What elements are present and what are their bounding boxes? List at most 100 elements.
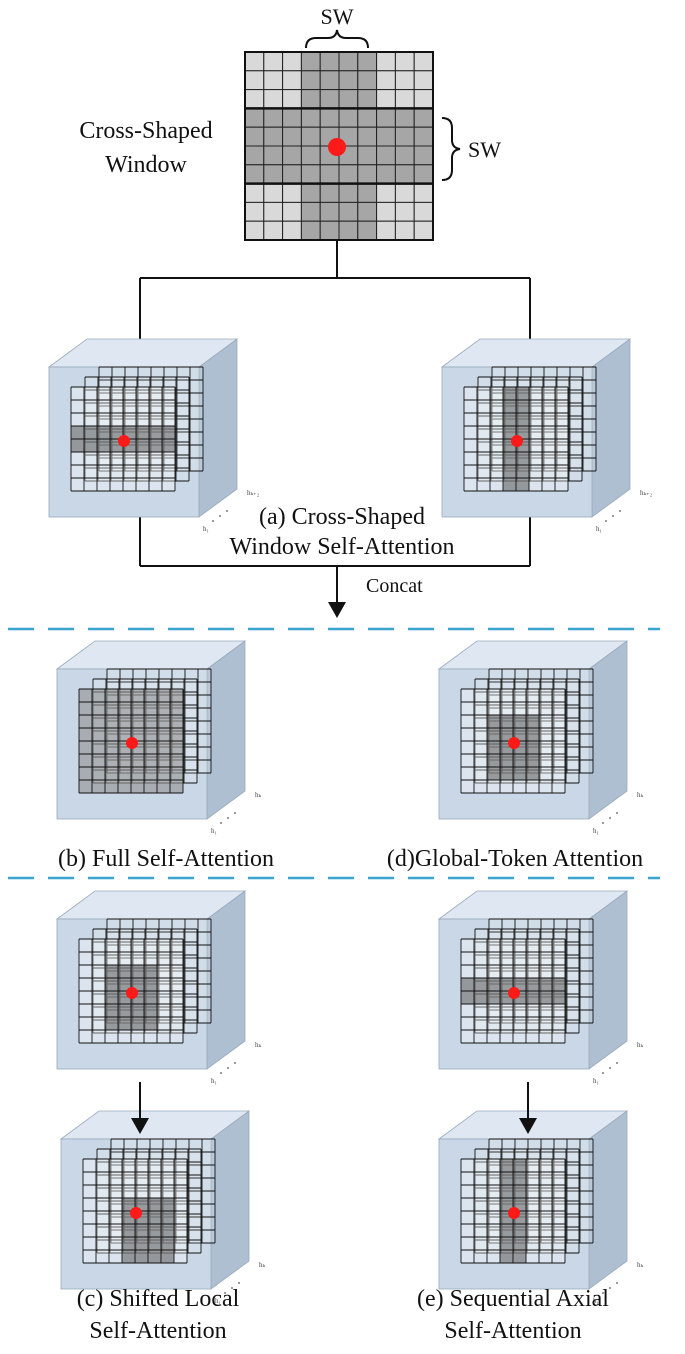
cube-side: [198, 338, 238, 518]
axis-label-hk: hₖ₊₂: [247, 489, 260, 497]
grid-cell: [413, 70, 434, 91]
grid-cell: [300, 51, 321, 72]
grid-cell: [357, 220, 378, 241]
grid-cell: [413, 183, 434, 203]
axis-label-h1: h₁: [593, 827, 599, 835]
grid-layer: [70, 386, 176, 492]
grid-cell: [263, 145, 284, 166]
cube-side: [588, 1110, 628, 1290]
cross-shaped-window-label-line2: Window: [105, 152, 187, 178]
grid-cell: [338, 107, 359, 128]
grid-cell: [376, 145, 396, 166]
grid-cell: [300, 164, 321, 185]
grid-cell: [300, 201, 321, 222]
grid-cell: [319, 107, 340, 128]
grid-cell: [394, 201, 415, 222]
grid-cell: [282, 164, 302, 185]
grid-cell: [300, 145, 321, 166]
grid-cell: [263, 89, 284, 109]
grid-cell: [244, 164, 265, 185]
grid-cell: [376, 126, 396, 147]
grid-cell: [338, 201, 359, 222]
grid-cell: [394, 220, 415, 241]
grid-cell: [244, 107, 265, 128]
grid-layer: [82, 1158, 188, 1264]
grid-cell: [357, 70, 378, 91]
grid-cell: [413, 107, 434, 128]
grid-cell: [282, 126, 302, 147]
grid-cell: [376, 51, 396, 72]
grid-cell: [282, 51, 302, 72]
grid-layer: [463, 386, 569, 492]
grid-cell: [394, 164, 415, 185]
grid-cell: [282, 220, 302, 241]
axis-dot: [616, 1282, 618, 1284]
axis-label-h1: h₁: [215, 1297, 221, 1305]
grid-cell: [300, 70, 321, 91]
query-point: [511, 435, 523, 447]
grid-cell: [376, 107, 396, 128]
grid-cell: [300, 183, 321, 203]
axis-dot: [234, 812, 236, 814]
grid-cell: [319, 89, 340, 109]
axis-dot: [616, 812, 618, 814]
grid-cell: [394, 145, 415, 166]
axis-dot: [226, 510, 228, 512]
grid-cell: [244, 183, 265, 203]
axis-label-hk: hₖ: [637, 1261, 644, 1269]
grid-cell: [413, 126, 434, 147]
query-point: [118, 435, 130, 447]
grid-cell: [263, 107, 284, 128]
caption-d: (d)Global-Token Attention: [387, 846, 643, 872]
sw-right-label: SW: [468, 137, 501, 162]
grid-cell: [300, 126, 321, 147]
cube-side: [206, 640, 246, 820]
shift-connector-left: [131, 1082, 149, 1134]
query-point: [508, 987, 520, 999]
axis-dot: [605, 520, 607, 522]
grid-cell: [319, 164, 340, 185]
grid-cell: [394, 51, 415, 72]
caption-b: (b) Full Self-Attention: [58, 846, 274, 872]
grid-cell: [413, 145, 434, 166]
grid-cell: [300, 107, 321, 128]
axis-label-hk: hₖ: [255, 791, 262, 799]
grid-cell: [319, 51, 340, 72]
axis-label-h1: h₁: [593, 1077, 599, 1085]
grid-cell: [394, 183, 415, 203]
axis-dot: [612, 515, 614, 517]
grid-cell: [244, 145, 265, 166]
shift-connector-right: [519, 1082, 537, 1134]
grid-cell: [357, 126, 378, 147]
axis-dot: [609, 817, 611, 819]
query-point: [328, 138, 346, 156]
query-point: [126, 987, 138, 999]
grid-layer: [477, 376, 583, 482]
axis-label-hk: hₖ₊₂: [640, 489, 653, 497]
grid-cell: [394, 89, 415, 109]
cube-a-horizontal: hₖ₊₂ h₁: [47, 338, 260, 533]
axis-label-h1: h₁: [203, 525, 209, 533]
concat-connector: [139, 512, 531, 604]
grid-cell: [357, 183, 378, 203]
grid-cell: [282, 70, 302, 91]
axis-dot: [602, 822, 604, 824]
axis-label-h1: h₁: [211, 827, 217, 835]
caption-e-line1: (e) Sequential Axial: [417, 1286, 609, 1312]
grid-cell: [357, 145, 378, 166]
grid-layer: [92, 678, 198, 784]
grid-cell: [263, 70, 284, 91]
arrow-head-concat: [328, 602, 346, 618]
cross-shaped-window-label-line1: Cross-Shaped: [79, 118, 212, 144]
cube-side: [588, 890, 628, 1070]
grid-cell: [244, 220, 265, 241]
axis-dot: [219, 515, 221, 517]
cube-side: [206, 890, 246, 1070]
grid-cell: [376, 70, 396, 91]
grid-cell: [263, 201, 284, 222]
grid-cell: [338, 70, 359, 91]
grid-cell: [338, 164, 359, 185]
